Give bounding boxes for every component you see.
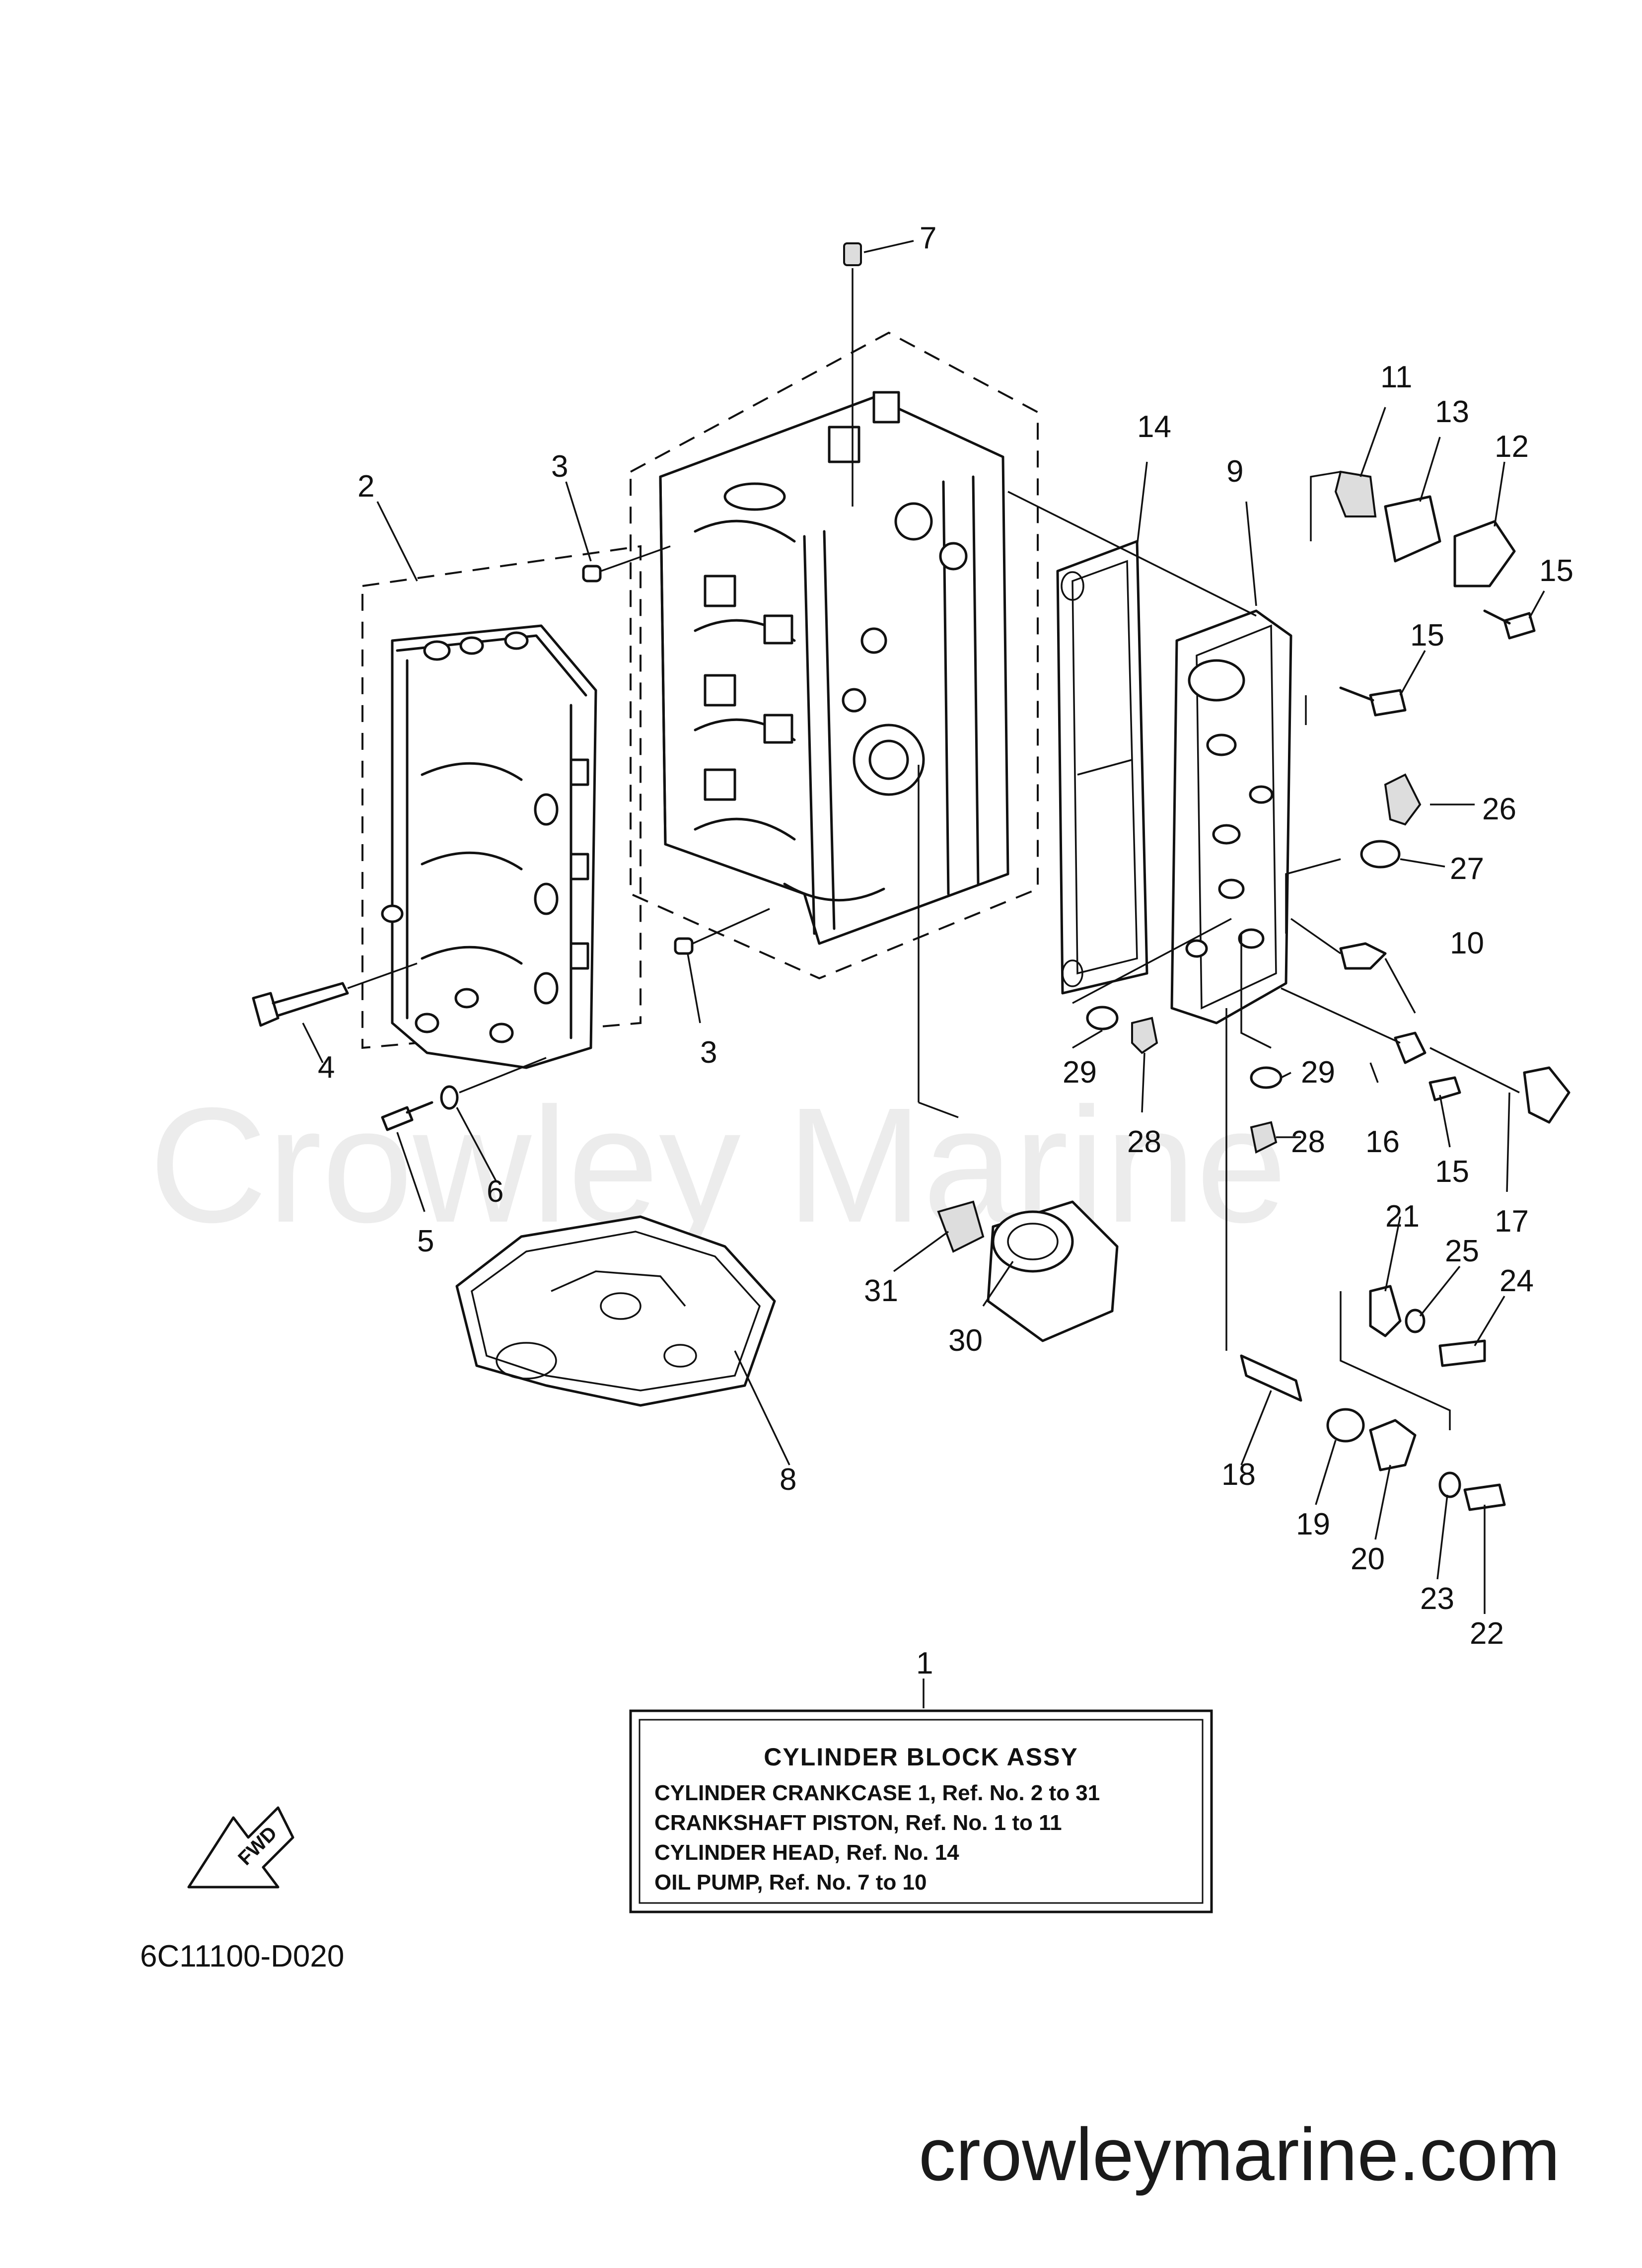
oil-filter-part-30 <box>987 1200 1119 1342</box>
fitting-part-10 <box>1339 942 1387 970</box>
bolt-part-22 <box>1463 1483 1506 1511</box>
callout-25: 25 <box>1445 1234 1479 1268</box>
washer-part-29-right <box>1250 1066 1283 1089</box>
o-ring-part-27 <box>1360 840 1401 869</box>
gasket-part-8 <box>455 1215 776 1407</box>
callout-8: 8 <box>780 1463 796 1497</box>
bolt-part-24 <box>1438 1339 1486 1367</box>
sensor-part-21 <box>1369 1285 1402 1337</box>
callout-24: 24 <box>1499 1264 1534 1298</box>
callout-2: 2 <box>357 469 374 504</box>
callout-28-right: 28 <box>1291 1125 1325 1159</box>
callout-27: 27 <box>1450 852 1484 886</box>
thermostat-cover-part-12 <box>1453 520 1516 587</box>
grommet-part-19 <box>1326 1408 1365 1443</box>
site-url: crowleymarine.com <box>919 2113 1560 2196</box>
cylinder-head-gasket-part-14 <box>1056 540 1148 995</box>
callout-13: 13 <box>1435 395 1469 429</box>
sender-part-20 <box>1369 1419 1417 1471</box>
callout-26: 26 <box>1482 792 1516 826</box>
callout-20: 20 <box>1351 1542 1385 1576</box>
bolt-part-15-top <box>1503 612 1536 640</box>
callout-15-lower: 15 <box>1435 1155 1469 1189</box>
legend-title: CYLINDER BLOCK ASSY <box>764 1743 1078 1771</box>
callout-31: 31 <box>864 1274 898 1308</box>
fitting-part-31 <box>937 1200 985 1253</box>
callout-10: 10 <box>1450 926 1484 960</box>
callout-30: 30 <box>948 1323 983 1358</box>
callout-6: 6 <box>487 1174 503 1209</box>
crankcase-part-2 <box>361 545 642 1069</box>
cylinder-block <box>630 331 1039 980</box>
dowel-pin-lower <box>674 937 694 955</box>
callout-29-left: 29 <box>1063 1055 1097 1090</box>
bolt-part-15-lower <box>1428 1076 1461 1101</box>
assembly-legend: CYLINDER BLOCK ASSY CYLINDER CRANKCASE 1… <box>629 1709 1213 1913</box>
callout-19: 19 <box>1296 1507 1330 1541</box>
strainer-part-18 <box>1240 1354 1302 1402</box>
callout-3-top: 3 <box>551 449 568 484</box>
callout-14: 14 <box>1137 410 1171 444</box>
washer-part-6 <box>440 1085 459 1110</box>
dowel-pin-upper <box>582 565 602 583</box>
leader-lines <box>302 407 1545 1708</box>
legend-line-1: CYLINDER CRANKCASE 1, Ref. No. 2 to 31 <box>654 1781 1100 1805</box>
plug-part-26 <box>1384 773 1422 826</box>
part-11-seal <box>1310 470 1377 541</box>
callout-4: 4 <box>318 1050 335 1085</box>
callout-17: 17 <box>1495 1204 1529 1239</box>
plug-part-28-left <box>1131 1017 1158 1054</box>
bolt-part-15-mid <box>1369 689 1407 717</box>
callout-9: 9 <box>1226 454 1243 489</box>
watermark-text: Crowley Marine <box>149 1073 1287 1257</box>
diagram-code: 6C11100-D020 <box>140 1939 344 1974</box>
legend-line-4: OIL PUMP, Ref. No. 7 to 10 <box>654 1870 927 1895</box>
legend-line-2: CRANKSHAFT PISTON, Ref. No. 1 to 11 <box>654 1811 1062 1835</box>
fwd-arrow-icon: FWD <box>187 1806 294 1889</box>
washer-part-29-left <box>1086 1006 1119 1030</box>
callout-29-right: 29 <box>1301 1055 1335 1090</box>
plug-part-7 <box>843 240 914 507</box>
bracket-part-16 <box>1394 1031 1427 1064</box>
callout-5: 5 <box>417 1224 434 1258</box>
callout-15-mid: 15 <box>1410 618 1444 653</box>
plug-part-28-right <box>1250 1121 1278 1154</box>
bolt-part-4 <box>252 962 418 1027</box>
legend-line-3: CYLINDER HEAD, Ref. No. 14 <box>654 1840 959 1865</box>
callouts: 7 11 13 12 14 9 3 2 15 15 26 27 10 4 3 2… <box>318 221 1573 1681</box>
washer-part-23 <box>1438 1471 1461 1498</box>
callout-15-top: 15 <box>1539 554 1573 588</box>
callout-1: 1 <box>916 1646 933 1681</box>
gasket-part-13 <box>1384 495 1441 563</box>
callout-7: 7 <box>920 221 936 255</box>
callout-21: 21 <box>1385 1199 1420 1234</box>
callout-28-left: 28 <box>1127 1125 1161 1159</box>
callout-23: 23 <box>1420 1582 1454 1616</box>
callout-16: 16 <box>1365 1125 1400 1159</box>
callout-12: 12 <box>1495 430 1529 464</box>
clamp-part-17 <box>1523 1066 1571 1124</box>
callout-22: 22 <box>1470 1616 1504 1651</box>
callout-18: 18 <box>1221 1458 1256 1492</box>
bolt-part-5 <box>381 1106 414 1131</box>
cover-part-9 <box>1007 491 1292 1024</box>
callout-3-bottom: 3 <box>700 1035 717 1070</box>
callout-11: 11 <box>1380 360 1412 394</box>
